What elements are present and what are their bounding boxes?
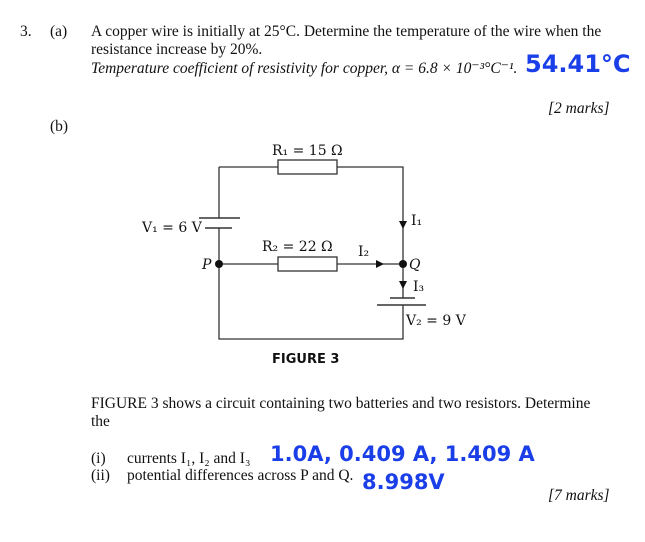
arrow-i2-icon xyxy=(376,260,384,268)
node-p xyxy=(215,260,223,268)
figure-caption: FIGURE 3 xyxy=(272,352,340,367)
part-a-marks: [2 marks] xyxy=(548,100,610,117)
part-a-label: (a) xyxy=(50,23,68,40)
resistor-r1 xyxy=(277,159,338,175)
wire-top xyxy=(219,166,404,298)
sub-i-label: (i) xyxy=(91,450,106,467)
r1-label: R₁ = 15 Ω xyxy=(272,143,343,159)
part-b-marks: [7 marks] xyxy=(548,487,610,504)
sub-i-text: currents I₁, I₂ and I₃ xyxy=(127,450,251,467)
r2-label: R₂ = 22 Ω xyxy=(262,239,333,255)
arrow-i3-icon xyxy=(399,281,407,289)
part-b-line1: FIGURE 3 shows a circuit containing two … xyxy=(91,395,591,412)
v1-label: V₁ = 6 V xyxy=(141,220,203,236)
part-b-label: (b) xyxy=(50,118,69,135)
part-b-line2: the xyxy=(91,413,110,430)
q-label: Q xyxy=(409,257,421,273)
question-number: 3. xyxy=(20,23,32,40)
handwritten-answer-a: 54.41°C xyxy=(525,50,631,78)
part-a-line2: resistance increase by 20%. xyxy=(91,41,263,58)
part-a-line1: A copper wire is initially at 25°C. Dete… xyxy=(91,23,602,40)
handwritten-answer-i: 1.0A, 0.409 A, 1.409 A xyxy=(270,442,535,466)
sub-ii-text: potential differences across P and Q. xyxy=(127,467,354,484)
i2-label: I₂ xyxy=(358,244,369,260)
resistor-r2 xyxy=(277,256,338,272)
wire-left xyxy=(218,167,404,340)
handwritten-answer-ii: 8.998V xyxy=(362,470,445,494)
part-a-line3: Temperature coefficient of resistivity f… xyxy=(91,60,518,77)
sub-ii-label: (ii) xyxy=(91,467,110,484)
p-label: P xyxy=(201,257,212,273)
i3-label: I₃ xyxy=(413,279,424,295)
node-q xyxy=(399,260,407,268)
i1-label: I₁ xyxy=(411,213,422,229)
v2-label: V₂ = 9 V xyxy=(405,313,467,329)
arrow-i1-icon xyxy=(399,221,407,229)
